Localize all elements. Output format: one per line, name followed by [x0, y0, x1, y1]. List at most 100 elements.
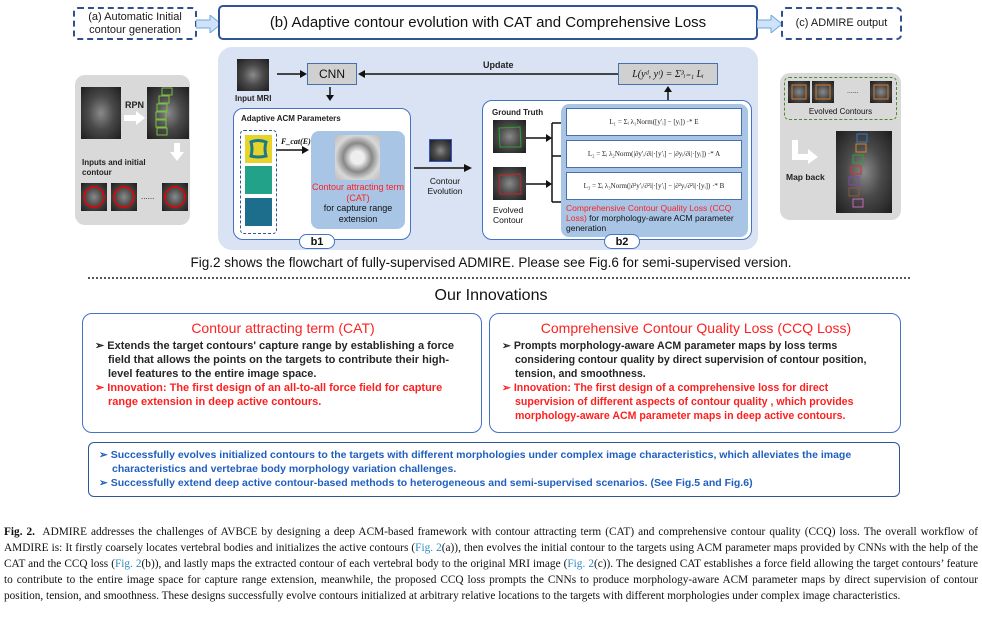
input-mri-image	[237, 59, 269, 91]
arrow-right-icon	[277, 70, 307, 78]
parameter-maps-group	[240, 130, 277, 234]
ground-truth-image	[493, 120, 526, 153]
loss-l1: L₁ = Σᵢ λ₁Norm([y′ᵢ] − [yᵢ]) ·* E	[566, 108, 742, 136]
summary-point: ➢ Successfully evolves initialized conto…	[99, 449, 852, 475]
map-back-label: Map back	[786, 172, 825, 182]
ellipsis: ......	[847, 88, 859, 95]
ground-truth-label: Ground Truth	[492, 108, 544, 117]
adaptive-params-label: Adaptive ACM Parameters	[241, 114, 341, 123]
caption-label: Fig. 2.	[4, 526, 35, 538]
evolved-contour-image	[493, 167, 526, 200]
caption-text: (c)). The designed CAT establishes a for…	[4, 558, 978, 602]
map-back-arrow-icon	[792, 140, 818, 164]
stage-c-box: (c) ADMIRE output	[781, 7, 902, 40]
connector-lines	[526, 122, 566, 203]
loss-l2-formula: L₂ = Σᵢ λ₂Norm(|∂y′ᵢ/∂i|·[y′ᵢ] − |∂yᵢ/∂i…	[587, 150, 721, 158]
evolved-contours-group	[784, 77, 897, 120]
rpn-label: RPN	[125, 100, 145, 110]
caption-text: (b)), and lastly maps the extracted cont…	[141, 558, 568, 570]
update-label: Update	[483, 60, 514, 70]
param-map-e	[245, 135, 272, 163]
ccq-point: ➢ Prompts morphology-aware ACM parameter…	[502, 340, 867, 380]
stage-arrow-icon	[196, 15, 222, 33]
innovations-title: Our Innovations	[434, 287, 548, 304]
fig-2b-link[interactable]: Fig. 2	[114, 558, 142, 570]
initial-contour-thumb	[81, 183, 107, 211]
fig-2a-link[interactable]: Fig. 2	[415, 542, 442, 554]
cat-innovation-heading: Contour attracting term (CAT)	[191, 320, 375, 336]
summary-point-text: Successfully extend deep active contour-…	[110, 477, 753, 489]
initial-contour-thumb	[111, 183, 137, 211]
initial-contour-thumb	[162, 183, 188, 211]
stage-c-label: (c) ADMIRE output	[795, 17, 888, 29]
loss-l3-formula: L₃ = Σᵢ λ₃Norm(|∂²y′ᵢ/∂²i|·[y′ᵢ] − |∂²yᵢ…	[583, 182, 725, 190]
down-arrow-icon	[170, 143, 184, 161]
b2-label: b2	[615, 235, 629, 248]
force-field-image	[335, 135, 380, 180]
cat-text: Contour attracting term (CAT) for captur…	[311, 182, 405, 224]
figure-caption: Fig. 2. ADMIRE addresses the challenges …	[4, 524, 978, 604]
evolved-contour-thumb	[788, 81, 810, 103]
contour-evolution-arrow-icon	[414, 164, 472, 172]
stage-a-box: (a) Automatic Initial contour generation	[73, 7, 197, 40]
evolving-contour-image	[429, 139, 452, 162]
fig-2c-link[interactable]: Fig. 2	[567, 558, 594, 570]
summary-card: ➢ Successfully evolves initialized conto…	[88, 442, 900, 497]
b2-tag: b2	[604, 234, 640, 249]
param-map-b	[245, 198, 272, 226]
stage-arrow-icon	[757, 15, 783, 33]
cat-point: ➢ Extends the target contours' capture r…	[95, 340, 455, 380]
loss-l2: L₂ = Σᵢ λ₂Norm(|∂y′ᵢ/∂i|·[y′ᵢ] − |∂yᵢ/∂i…	[566, 140, 742, 168]
cat-innovation-text: Innovation: The first design of an all-t…	[107, 382, 443, 408]
caption-text: (a)), then evolves the initial contour t…	[4, 542, 978, 570]
ccq-point-text: Prompts morphology-aware ACM parameter m…	[513, 340, 867, 380]
ccq-innovation-heading: Comprehensive Contour Quality Loss (CCQ …	[540, 320, 852, 336]
b1-label: b1	[310, 235, 324, 248]
cat-point-text: Extends the target contours' capture ran…	[107, 340, 455, 380]
evolved-contours-label: Evolved Contours	[808, 107, 873, 116]
loss-l3: L₃ = Σᵢ λ₃Norm(|∂²y′ᵢ/∂²i|·[y′ᵢ] − |∂²yᵢ…	[566, 172, 742, 200]
update-arrow-icon	[358, 70, 618, 78]
ccq-innovation-card: Comprehensive Contour Quality Loss (CCQ …	[489, 313, 901, 433]
stage-b-box: (b) Adaptive contour evolution with CAT …	[218, 5, 758, 40]
cnn-box: CNN	[307, 63, 357, 85]
output-contours	[848, 133, 868, 208]
cat-subtitle: for capture range extension	[323, 203, 393, 224]
bounding-boxes	[155, 87, 173, 136]
cat-innovation-card: Contour attracting term (CAT) ➢ Extends …	[82, 313, 482, 433]
loss-l1-formula: L₁ = Σᵢ λ₁Norm([y′ᵢ] − [yᵢ]) ·* E	[609, 118, 699, 126]
cnn-label: CNN	[319, 67, 345, 81]
output-spine-image	[836, 131, 892, 213]
fcat-label: F_cat(E)	[281, 137, 311, 146]
inputs-label: Inputs and initial contour	[82, 158, 146, 177]
mri-spine-image	[81, 87, 121, 139]
ccq-innovation-point: ➢ Innovation: The first design of a comp…	[502, 382, 854, 422]
summary-point: ➢ Successfully extend deep active contou…	[99, 477, 753, 489]
cat-title: Contour attracting term (CAT)	[311, 182, 405, 203]
summary-point-text: Successfully evolves initialized contour…	[110, 449, 852, 475]
arrow-up-icon	[664, 86, 672, 100]
b1-tag: b1	[299, 234, 335, 249]
ccq-innovation-text: Innovation: The first design of a compre…	[513, 382, 854, 422]
evolved-contour-thumb	[870, 81, 892, 103]
input-mri-label: Input MRI	[235, 94, 272, 103]
ccq-subtitle: for morphology-aware ACM parameter gener…	[566, 213, 734, 233]
fig-note: Fig.2 shows the flowchart of fully-super…	[190, 255, 792, 270]
evolved-contour-thumb	[812, 81, 834, 103]
stage-a-label: (a) Automatic Initial contour generation	[88, 10, 182, 36]
param-map-a	[245, 166, 272, 194]
mri-detected-image	[147, 87, 189, 139]
evolved-contour-label: Evolved Contour	[493, 205, 524, 225]
right-arrow-icon	[124, 111, 145, 125]
arrow-down-icon	[326, 87, 334, 101]
total-loss-formula: L(yᵈ, yᵗ) = Σ³ᵢ₌₁ Lᵢ	[632, 68, 704, 80]
ccq-text: Comprehensive Contour Quality Loss (CCQ …	[566, 203, 746, 233]
stage-b-label: (b) Adaptive contour evolution with CAT …	[269, 14, 707, 31]
total-loss-box: L(yᵈ, yᵗ) = Σ³ᵢ₌₁ Lᵢ	[618, 63, 718, 85]
caption-text: ADMIRE addresses the challenges of AVBCE…	[4, 526, 978, 554]
arrow-right-icon	[277, 146, 309, 154]
divider	[88, 277, 910, 279]
ccq-title: Comprehensive Contour Quality Loss (CCQ …	[566, 203, 732, 223]
cat-innovation-point: ➢ Innovation: The first design of an all…	[95, 382, 443, 408]
contour-evolution-label: Contour Evolution	[427, 176, 463, 196]
